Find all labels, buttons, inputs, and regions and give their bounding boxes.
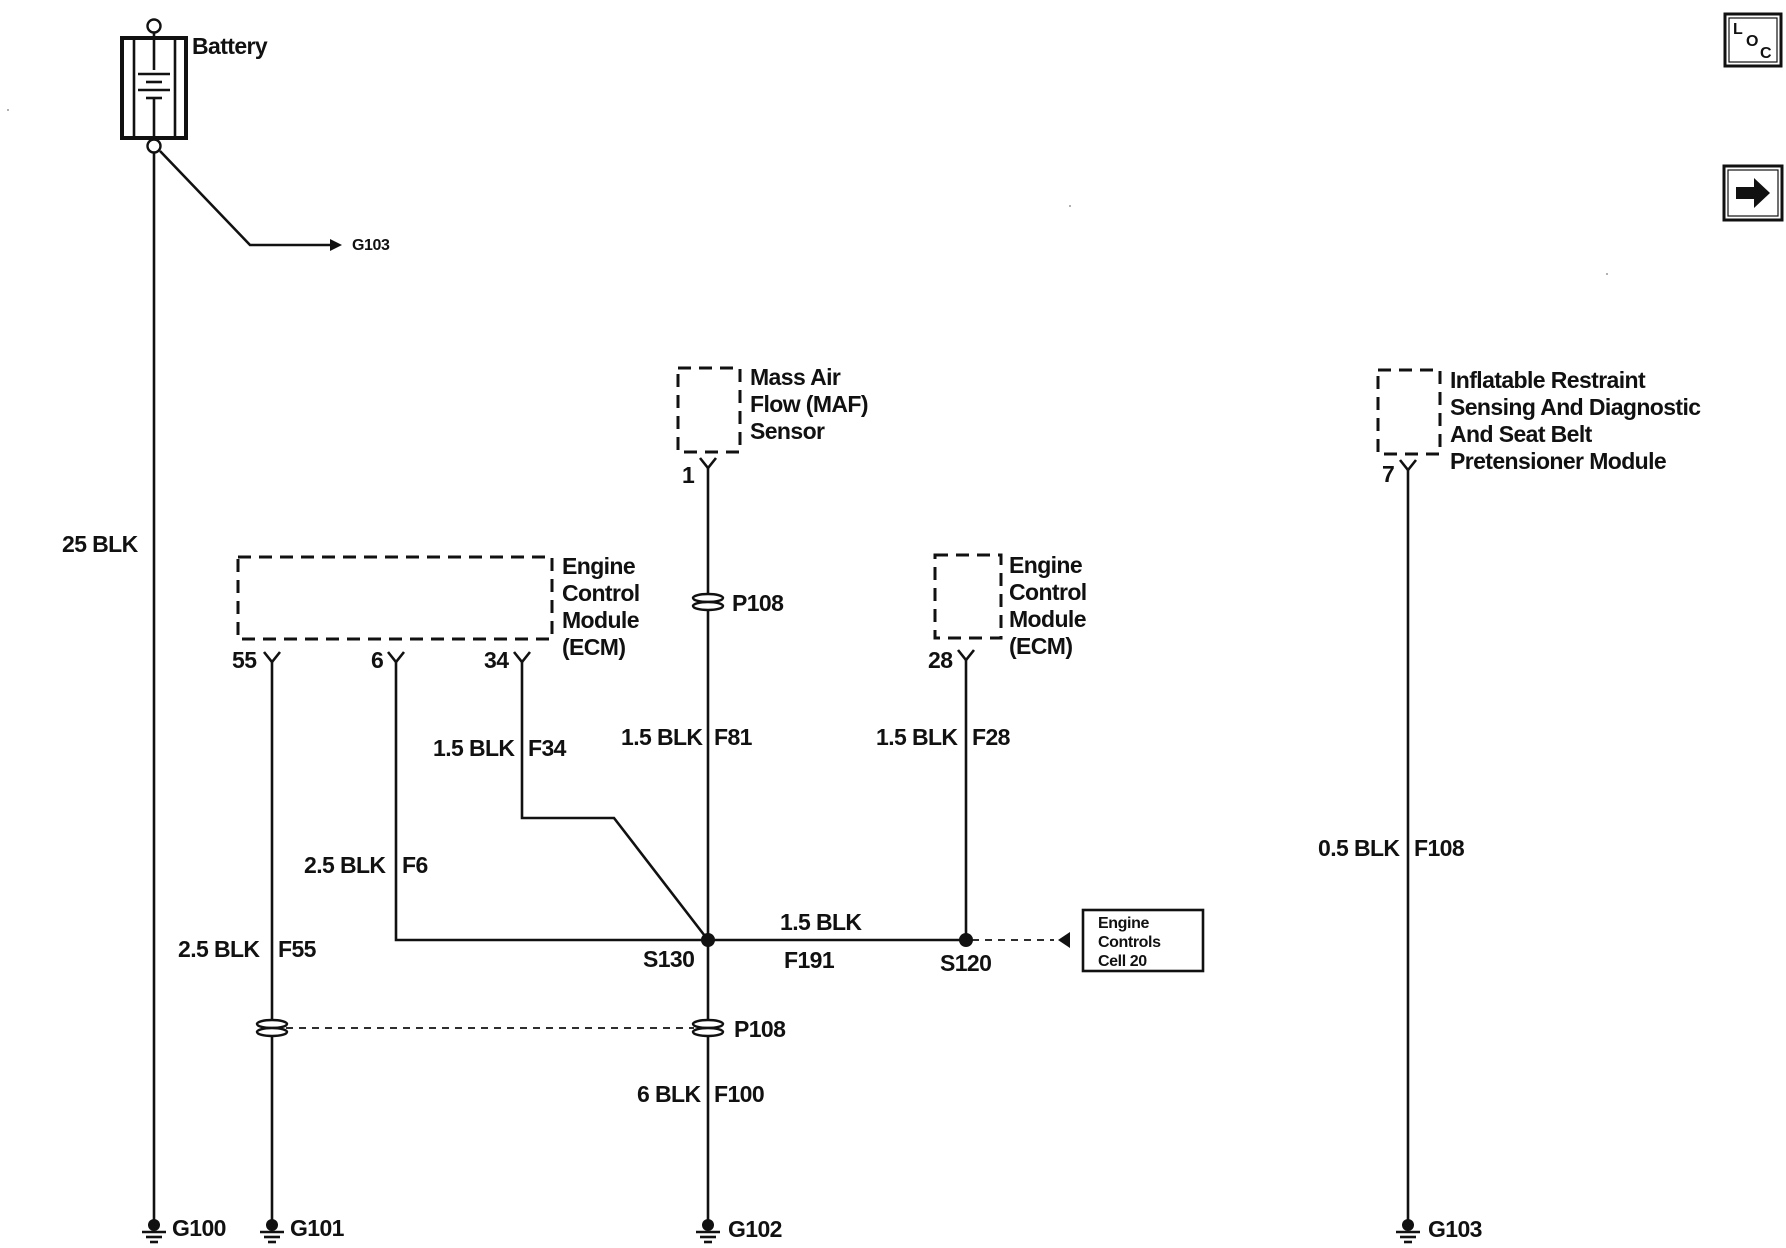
maf-label-line1: Mass Air — [750, 364, 841, 390]
ecm-right-line3: Module — [1009, 606, 1086, 632]
maf-label-line3: Sensor — [750, 418, 825, 444]
ecm-right-line2: Control — [1009, 579, 1087, 605]
g103-label: G103 — [1428, 1216, 1482, 1242]
restraint-line1: Inflatable Restraint — [1450, 367, 1646, 393]
loc-letter-o: O — [1746, 33, 1758, 50]
f81-wire: 1.5 BLK F81 — [621, 468, 753, 942]
restraint-pin: 7 — [1382, 461, 1394, 487]
splice-s120: S120 — [940, 933, 992, 976]
f34-wire: 1.5 BLK F34 — [433, 662, 710, 941]
ecm-pin-6: 6 — [371, 647, 383, 673]
restraint-line4: Pretensioner Module — [1450, 448, 1666, 474]
maf-sensor: Mass Air Flow (MAF) Sensor 1 — [676, 364, 869, 488]
f100-wire: 6 BLK F100 — [637, 946, 765, 1222]
scan-specks — [7, 109, 1608, 275]
ecm-pin-55: 55 — [232, 647, 257, 673]
f81-circuit: F81 — [714, 724, 753, 750]
f100-circuit: F100 — [714, 1081, 764, 1107]
f6-circuit: F6 — [402, 852, 428, 878]
f191-size: 1.5 BLK — [780, 909, 862, 935]
f28-circuit: F28 — [972, 724, 1011, 750]
ecm-left-line2: Control — [562, 580, 640, 606]
ecm-right-line1: Engine — [1009, 552, 1082, 578]
maf-pin: 1 — [682, 462, 695, 488]
f28-size: 1.5 BLK — [876, 724, 958, 750]
loc-letter-c: C — [1760, 45, 1772, 62]
splice-s130: S130 — [643, 933, 715, 972]
battery: Battery — [120, 18, 268, 154]
f55-wire: 2.5 BLK F55 — [178, 662, 317, 1222]
restraint-module: Inflatable Restraint Sensing And Diagnos… — [1376, 367, 1702, 487]
restraint-line2: Sensing And Diagnostic — [1450, 394, 1701, 420]
f6-size: 2.5 BLK — [304, 852, 386, 878]
f55-circuit: F55 — [278, 936, 317, 962]
f34-size: 1.5 BLK — [433, 735, 515, 761]
f55-size: 2.5 BLK — [178, 936, 260, 962]
main-ground-wire: 25 BLK — [62, 152, 156, 1222]
ecm-right-module: Engine Control Module (ECM) 28 — [928, 552, 1087, 673]
ecm-left-module: Engine Control Module (ECM) 55 6 34 — [232, 553, 640, 673]
f6-wire: 2.5 BLK F6 — [304, 662, 708, 942]
f191-circuit: F191 — [784, 947, 835, 973]
maf-label-line2: Flow (MAF) — [750, 391, 868, 417]
g100-label: G100 — [172, 1215, 226, 1241]
p108-upper-label: P108 — [732, 590, 784, 616]
f191-wire: 1.5 BLK F191 — [708, 909, 966, 973]
ground-g100: G100 — [142, 1215, 226, 1244]
battery-ground-branch: G103 — [159, 150, 390, 254]
f108-circuit: F108 — [1414, 835, 1465, 861]
ecm-right-line4: (ECM) — [1009, 633, 1072, 659]
ecm-left-line4: (ECM) — [562, 634, 625, 660]
g102-label: G102 — [728, 1216, 782, 1242]
g101-label: G101 — [290, 1215, 345, 1241]
right-arrow-icon — [1736, 178, 1770, 208]
g103-arrow-label: G103 — [352, 237, 390, 254]
ref-box-line3: Cell 20 — [1098, 953, 1147, 970]
f34-circuit: F34 — [528, 735, 567, 761]
f108-wire: 0.5 BLK F108 — [1318, 470, 1465, 1222]
f100-size: 6 BLK — [637, 1081, 701, 1107]
ref-box-line2: Controls — [1098, 934, 1161, 951]
ecm-pin-34: 34 — [484, 647, 509, 673]
p108-upper-connector: P108 — [691, 590, 785, 616]
loc-letter-l: L — [1733, 21, 1743, 38]
p108-lower-label: P108 — [734, 1016, 786, 1042]
ecm-pin-28: 28 — [928, 647, 953, 673]
f28-wire: 1.5 BLK F28 — [876, 660, 1011, 940]
ground-g102: G102 — [696, 1216, 782, 1244]
f108-size: 0.5 BLK — [1318, 835, 1400, 861]
f81-size: 1.5 BLK — [621, 724, 703, 750]
s120-label: S120 — [940, 950, 991, 976]
ecm-left-line1: Engine — [562, 553, 635, 579]
loc-button[interactable]: L O C — [1723, 12, 1783, 68]
p108-lower-connector: P108 — [255, 1016, 787, 1042]
engine-controls-reference[interactable]: Engine Controls Cell 20 — [972, 908, 1205, 973]
ground-g103: G103 — [1396, 1216, 1482, 1244]
main-wire-label: 25 BLK — [62, 531, 139, 557]
restraint-line3: And Seat Belt — [1450, 421, 1593, 447]
next-button[interactable] — [1722, 164, 1784, 222]
ref-box-line1: Engine — [1098, 915, 1149, 932]
s130-label: S130 — [643, 946, 694, 972]
battery-label: Battery — [192, 33, 268, 59]
ground-g101: G101 — [260, 1215, 345, 1244]
ecm-left-line3: Module — [562, 607, 639, 633]
